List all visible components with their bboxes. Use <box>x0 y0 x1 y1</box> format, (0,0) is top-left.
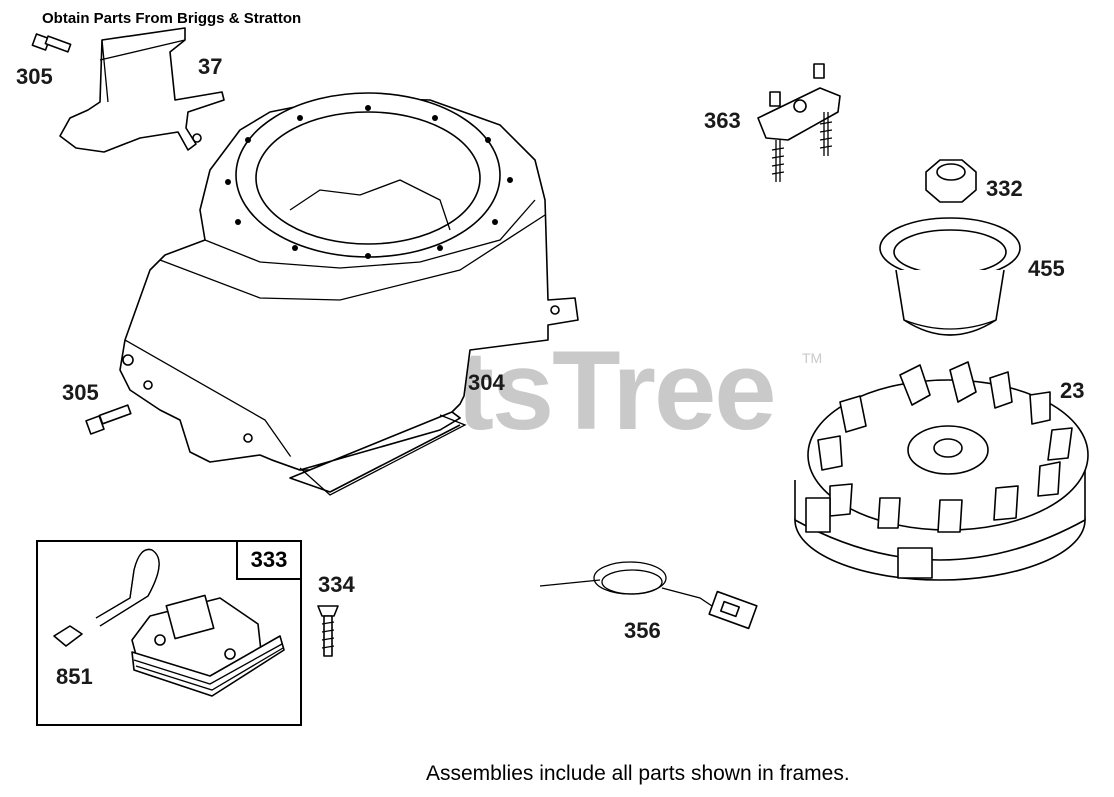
bolt-305-left-icon <box>85 404 132 435</box>
flywheel-23-icon <box>794 361 1089 581</box>
callout-305-top[interactable]: 305 <box>16 64 53 89</box>
screw-334-icon <box>317 605 339 657</box>
bolt-305-top-icon <box>31 33 72 53</box>
ground-wire-356-icon <box>539 561 758 630</box>
coil-bracket-363-icon <box>757 63 841 182</box>
frame-label-333[interactable]: 333 <box>236 540 302 580</box>
callout-37[interactable]: 37 <box>198 54 223 79</box>
callout-332[interactable]: 332 <box>986 176 1023 201</box>
blower-housing-304-icon <box>119 92 579 496</box>
air-baffle-37-icon <box>59 27 225 153</box>
callout-455[interactable]: 455 <box>1028 256 1065 281</box>
callout-356[interactable]: 356 <box>624 618 661 643</box>
callout-304[interactable]: 304 <box>468 370 505 395</box>
callout-305-left[interactable]: 305 <box>62 380 99 405</box>
callout-363[interactable]: 363 <box>704 108 741 133</box>
flywheel-nut-332-icon <box>925 159 977 203</box>
assembly-frame-333: 333 <box>36 540 302 726</box>
footer-note: Assemblies include all parts shown in fr… <box>426 762 850 785</box>
callout-23[interactable]: 23 <box>1060 378 1085 403</box>
ignition-coil-333-icon <box>53 548 285 697</box>
callout-334[interactable]: 334 <box>318 572 355 597</box>
starter-cup-455-icon <box>879 217 1021 336</box>
callout-851[interactable]: 851 <box>56 664 93 689</box>
header-title: Obtain Parts From Briggs & Stratton <box>42 10 302 27</box>
watermark-trademark: TM <box>802 350 823 366</box>
